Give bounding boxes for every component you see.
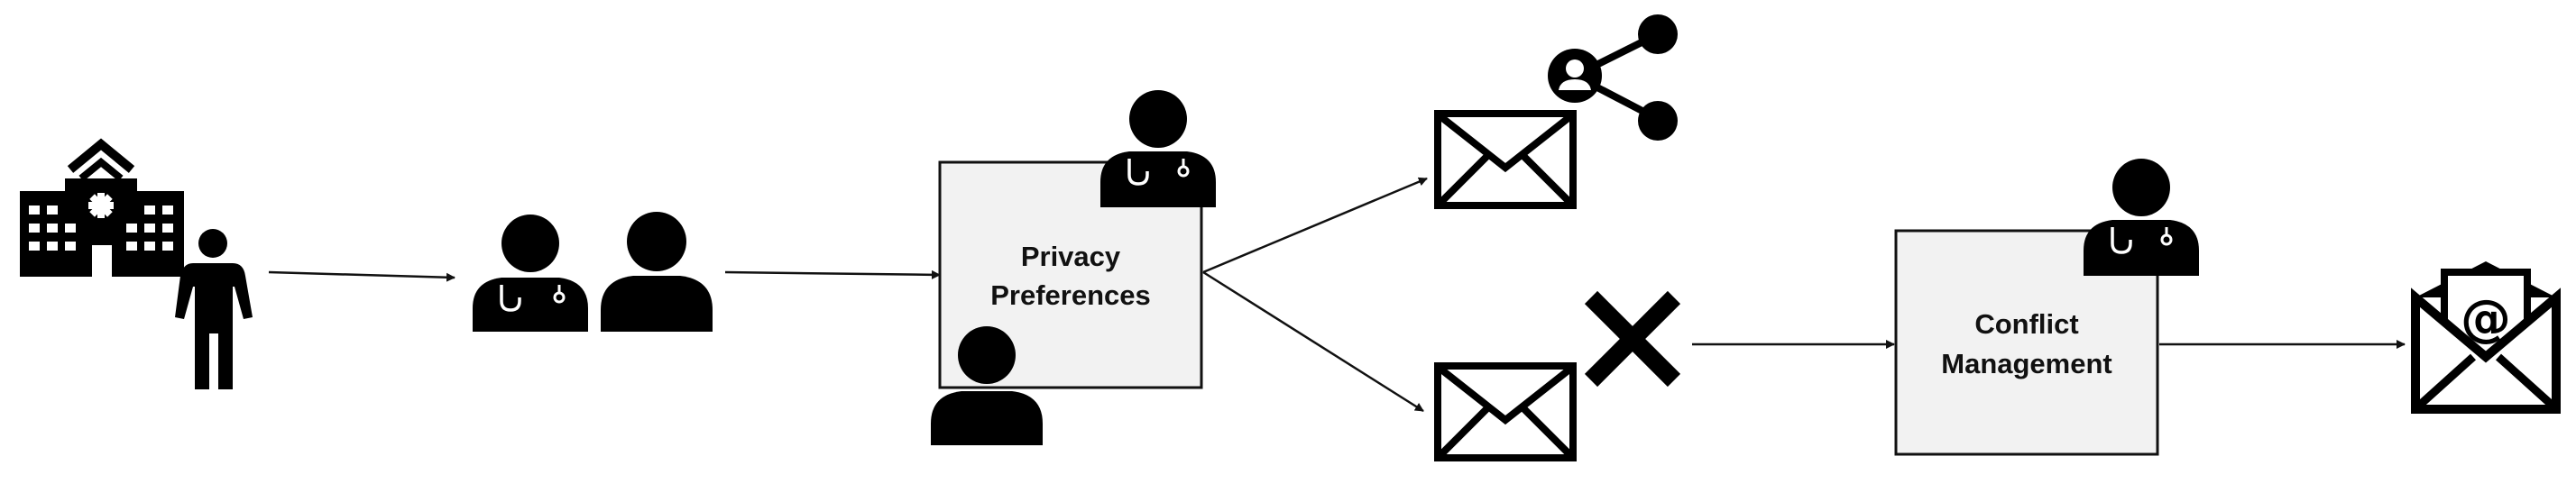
- hospital-icon: [20, 138, 184, 277]
- conflict-label-line2: Management: [1941, 348, 2111, 379]
- arrow-to-share: [1202, 177, 1428, 274]
- conflict-label-line1: Conflict: [1974, 308, 2078, 340]
- arrow-to-blocked: [1202, 270, 1424, 413]
- privacy-preferences-box: Privacy Preferences: [938, 160, 1203, 389]
- person-icon: [175, 229, 253, 389]
- privacy-label-line1: Privacy: [1021, 241, 1121, 272]
- privacy-label-line2: Preferences: [990, 279, 1151, 311]
- cross-icon: [1584, 290, 1681, 388]
- envelope-icon: [1434, 362, 1577, 461]
- arrow-2: [724, 269, 941, 279]
- doctor-icon: [473, 215, 588, 332]
- doctor-icon: [1100, 90, 1216, 207]
- patient-icon: [601, 212, 713, 332]
- patient-icon: [931, 326, 1043, 445]
- doctor-icon: [2084, 159, 2199, 276]
- arrow-1: [268, 270, 455, 282]
- share-icon: [1548, 14, 1678, 141]
- email-open-icon: @: [2411, 261, 2561, 414]
- envelope-icon: [1434, 110, 1577, 209]
